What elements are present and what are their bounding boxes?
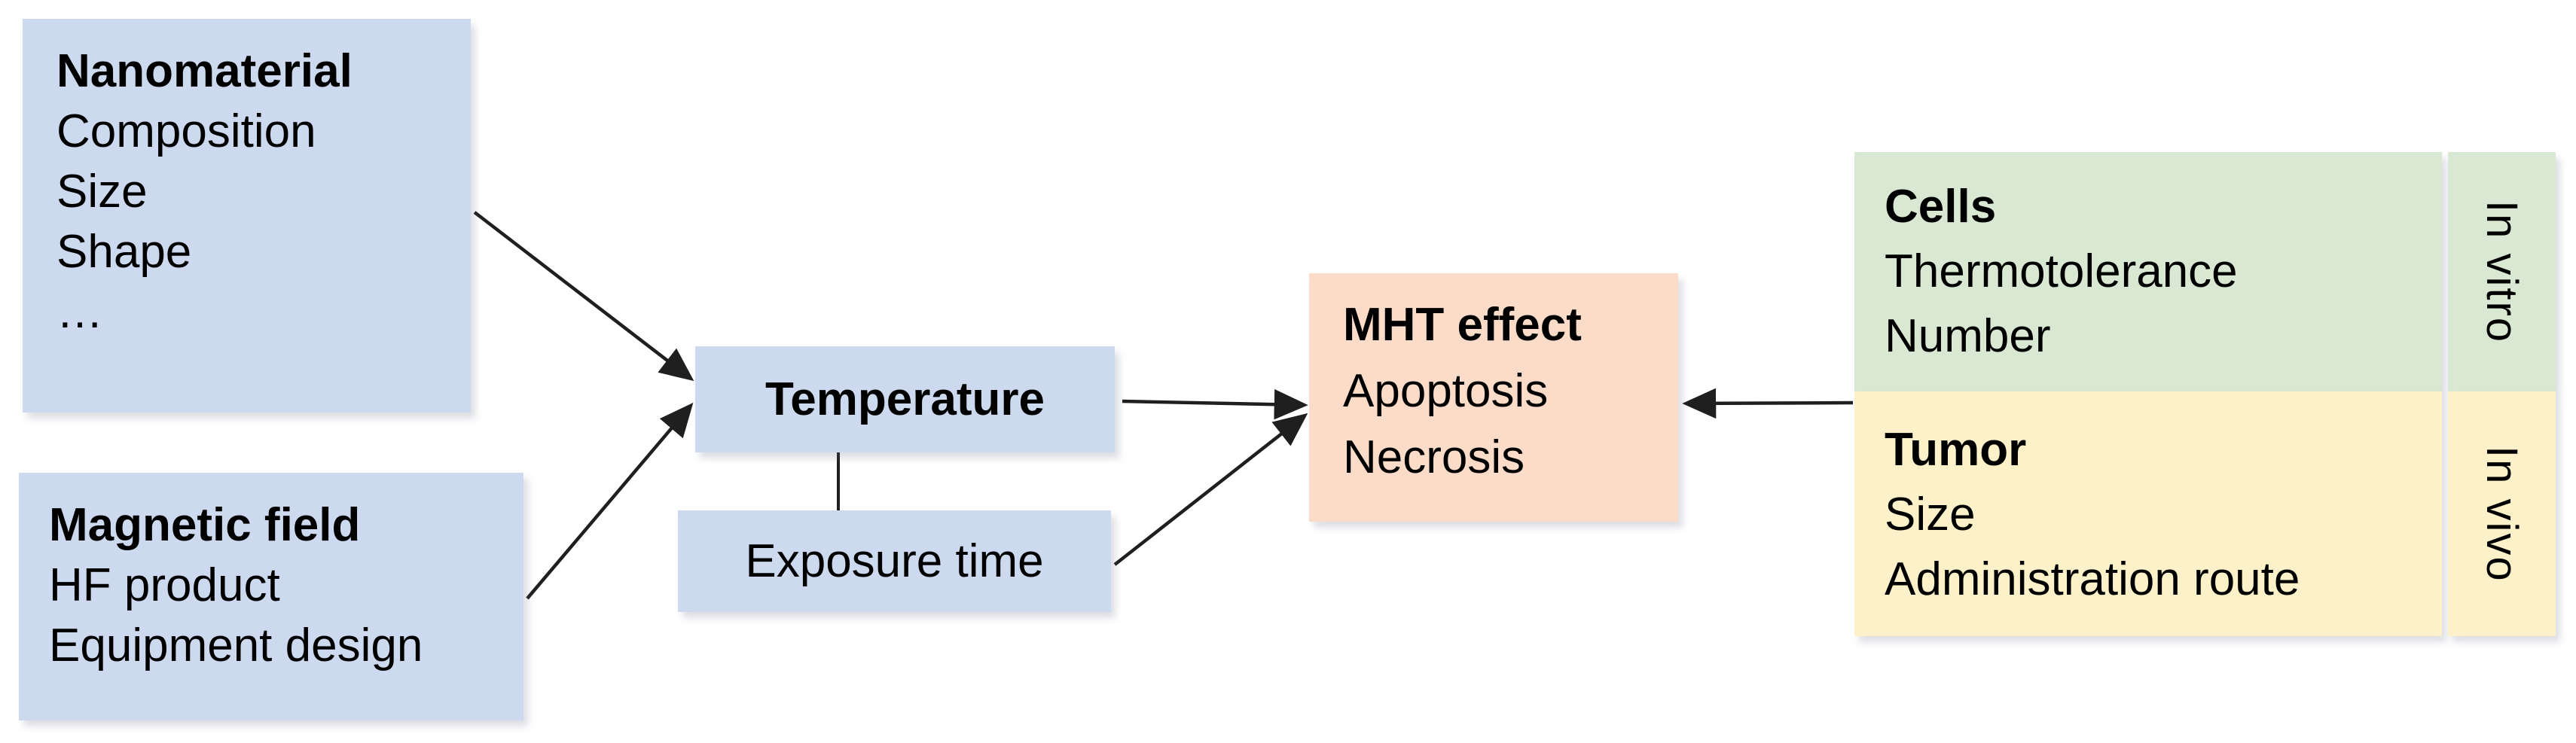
nanomaterial-line: Size: [56, 166, 148, 218]
mht-effect-line: Necrosis: [1343, 431, 1525, 483]
nanomaterial-title: Nanomaterial: [56, 45, 353, 97]
in-vitro-strip: In vitro: [2448, 152, 2556, 391]
cells-line: Thermotolerance: [1885, 245, 2238, 297]
nanomaterial-line: …: [56, 286, 103, 338]
magnetic-field-title: Magnetic field: [49, 499, 361, 551]
nanomaterial-box: Nanomaterial Composition Size Shape …: [23, 19, 471, 413]
arrow-exposure-time-to-mht-effect: [1113, 413, 1308, 566]
mht-effect-box: MHT effect Apoptosis Necrosis: [1309, 273, 1678, 522]
exposure-time-label: Exposure time: [745, 534, 1044, 587]
arrow-nanomaterial-to-temperature: [473, 211, 694, 382]
cells-line: Number: [1885, 310, 2051, 362]
nanomaterial-line: Shape: [56, 226, 192, 278]
tumor-title: Tumor: [1885, 424, 2027, 476]
in-vivo-label: In vivo: [2477, 445, 2526, 583]
mht-effect-title: MHT effect: [1343, 299, 1582, 351]
in-vivo-strip: In vivo: [2448, 391, 2556, 636]
arrow-temperature-to-mht-effect: [1122, 388, 1308, 420]
tumor-box: Tumor Size Administration route: [1854, 391, 2442, 636]
tumor-line: Administration route: [1885, 553, 2300, 605]
mht-effect-line: Apoptosis: [1343, 365, 1549, 417]
cells-box: Cells Thermotolerance Number: [1854, 152, 2442, 391]
cells-title: Cells: [1885, 181, 1997, 233]
temperature-title: Temperature: [765, 373, 1045, 425]
arrow-magnetic-field-to-temperature: [526, 402, 694, 600]
nanomaterial-line: Composition: [56, 105, 316, 157]
magnetic-field-box: Magnetic field HF product Equipment desi…: [19, 473, 523, 720]
tumor-line: Size: [1885, 489, 1976, 541]
temperature-box: Temperature: [695, 346, 1115, 452]
exposure-time-box: Exposure time: [678, 510, 1111, 612]
magnetic-field-line: HF product: [49, 559, 280, 611]
magnetic-field-line: Equipment design: [49, 620, 423, 671]
in-vitro-label: In vitro: [2477, 199, 2526, 344]
